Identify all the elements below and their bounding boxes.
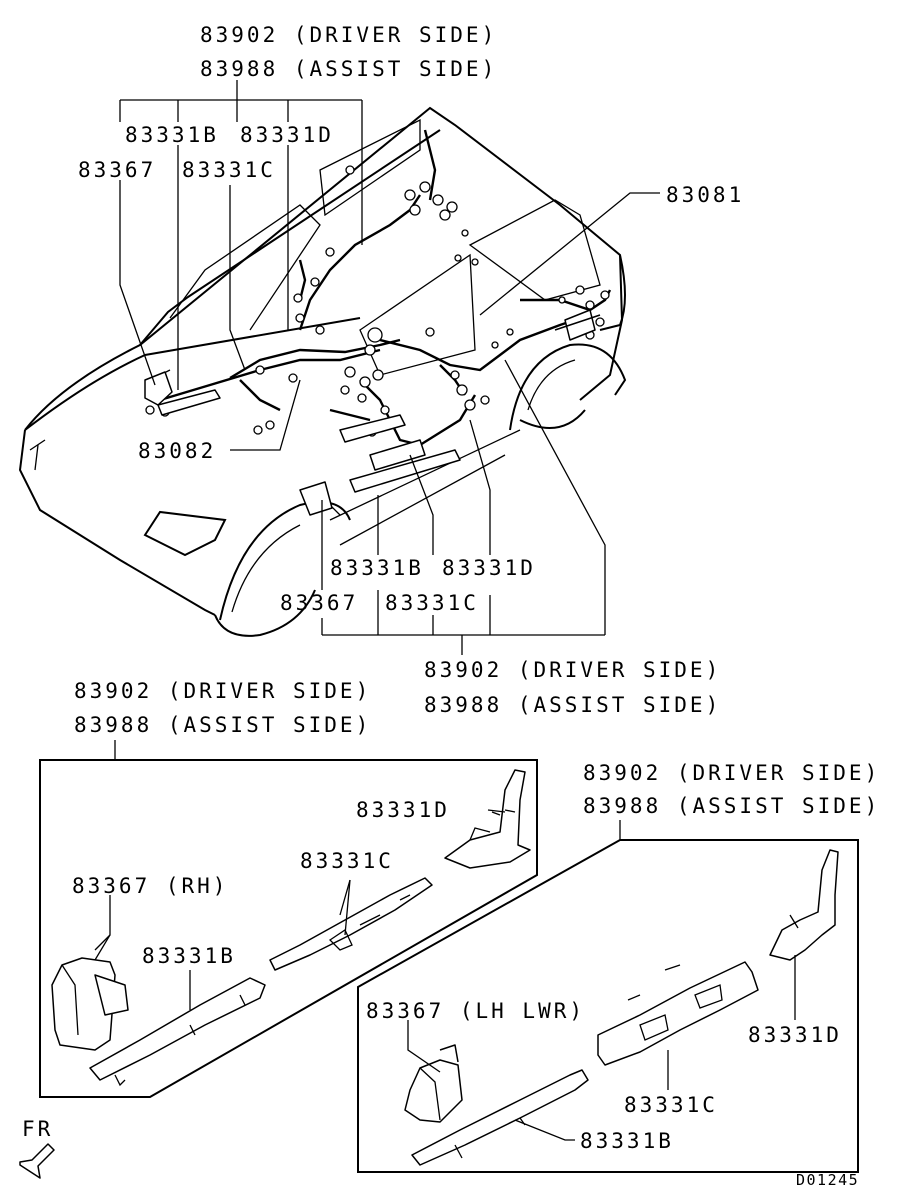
label-mid-assist: 83988 (ASSIST SIDE) [424,693,721,717]
label-top-83082: 83082 [138,439,216,463]
harness-connectors [145,165,610,437]
label-mid-83331c: 83331C [385,591,479,615]
label-top-83331c: 83331C [182,158,276,182]
label-right-83331c: 83331C [624,1093,718,1117]
harness-wires [159,129,612,516]
diagram-code: D01245 [796,1171,859,1187]
label-top-83331d: 83331D [240,123,334,147]
top-leader-lines [119,80,660,451]
label-fr: FR [22,1117,53,1141]
label-top-driver: 83902 (DRIVER SIDE) [200,23,497,47]
right-detail-inset [357,820,859,1173]
mid-leader-lines [321,359,606,655]
label-top-83367: 83367 [78,158,156,182]
label-left-driver: 83902 (DRIVER SIDE) [74,679,371,703]
label-mid-83331b: 83331B [330,556,424,580]
vehicle-illustration [18,106,627,637]
label-right-assist: 83988 (ASSIST SIDE) [583,794,880,818]
label-left-83331c: 83331C [300,849,394,873]
label-mid-83331d: 83331D [442,556,536,580]
label-right-83331d: 83331D [748,1023,842,1047]
label-top-assist: 83988 (ASSIST SIDE) [200,57,497,81]
part-labels: 83902 (DRIVER SIDE) 83988 (ASSIST SIDE) … [22,23,880,1187]
label-top-83331b: 83331B [125,123,219,147]
label-mid-83367: 83367 [280,591,358,615]
label-left-assist: 83988 (ASSIST SIDE) [74,713,371,737]
label-left-83331d: 83331D [356,798,450,822]
car-mounted-parts [144,309,601,516]
left-detail-inset [39,740,538,1098]
label-left-83367: 83367 (RH) [72,874,228,898]
label-right-83331b: 83331B [580,1129,674,1153]
front-direction-arrow-icon [19,1143,55,1179]
label-left-83331b: 83331B [142,944,236,968]
label-mid-driver: 83902 (DRIVER SIDE) [424,658,721,682]
label-right-83367: 83367 (LH LWR) [366,999,585,1023]
label-top-83081: 83081 [666,183,744,207]
label-right-driver: 83902 (DRIVER SIDE) [583,761,880,785]
